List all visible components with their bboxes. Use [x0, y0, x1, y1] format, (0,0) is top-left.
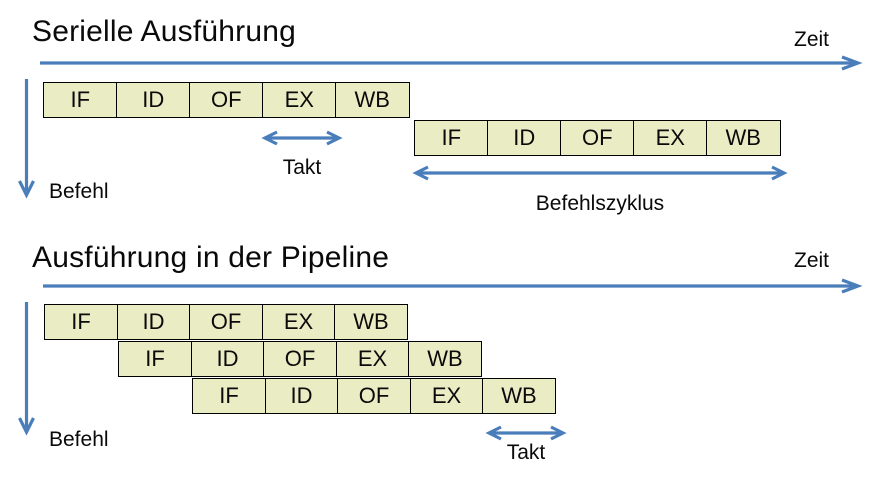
stage-cell: EX	[261, 304, 336, 340]
stage-cell: WB	[408, 341, 482, 377]
pipeline-instruction-axis-arrow-icon	[18, 302, 35, 436]
stage-cell: WB	[335, 82, 410, 118]
stage-cell: EX	[335, 341, 410, 377]
stage-cell: OF	[263, 341, 337, 377]
pipeline-time-axis-arrow-icon	[43, 278, 863, 294]
stage-cell: WB	[706, 120, 781, 156]
stage-cell: IF	[118, 341, 192, 377]
stage-cell: OF	[560, 120, 635, 156]
pipeline-instruction-1-row: IF ID OF EX WB	[44, 304, 408, 340]
stage-cell: ID	[487, 120, 562, 156]
stage-cell: IF	[414, 120, 489, 156]
pipeline-takt-double-arrow-icon	[485, 425, 567, 441]
stage-cell: ID	[264, 378, 339, 414]
pipeline-befehl-label: Befehl	[49, 428, 109, 451]
stage-cell: IF	[44, 304, 118, 340]
pipeline-zeit-label: Zeit	[794, 249, 830, 272]
stage-cell: OF	[337, 378, 411, 414]
serial-zeit-label: Zeit	[794, 28, 830, 51]
stage-cell: ID	[116, 304, 191, 340]
serial-instruction-2-row: IF ID OF EX WB	[414, 120, 781, 156]
serial-takt-double-arrow-icon	[261, 130, 343, 146]
serial-befehl-label: Befehl	[49, 180, 109, 203]
befehlszyklus-double-arrow-icon	[412, 165, 788, 181]
befehlszyklus-label: Befehlszyklus	[535, 192, 665, 215]
stage-cell: WB	[482, 378, 556, 414]
stage-cell: EX	[633, 120, 708, 156]
pipeline-section-title: Ausführung in der Pipeline	[32, 241, 390, 274]
pipeline-takt-label: Takt	[506, 441, 546, 464]
serial-time-axis-arrow-icon	[40, 55, 863, 71]
serial-instruction-axis-arrow-icon	[18, 79, 35, 199]
stage-cell: ID	[190, 341, 265, 377]
stage-cell: ID	[116, 82, 191, 118]
stage-cell: IF	[192, 378, 266, 414]
stage-cell: OF	[189, 304, 263, 340]
stage-cell: EX	[262, 82, 337, 118]
pipeline-instruction-3-row: IF ID OF EX WB	[192, 378, 556, 414]
stage-cell: WB	[334, 304, 408, 340]
stage-cell: OF	[189, 82, 264, 118]
serial-takt-label: Takt	[282, 156, 322, 179]
serial-instruction-1-row: IF ID OF EX WB	[43, 82, 410, 118]
stage-cell: EX	[409, 378, 484, 414]
serial-section-title: Serielle Ausführung	[32, 15, 296, 48]
pipeline-instruction-2-row: IF ID OF EX WB	[118, 341, 482, 377]
